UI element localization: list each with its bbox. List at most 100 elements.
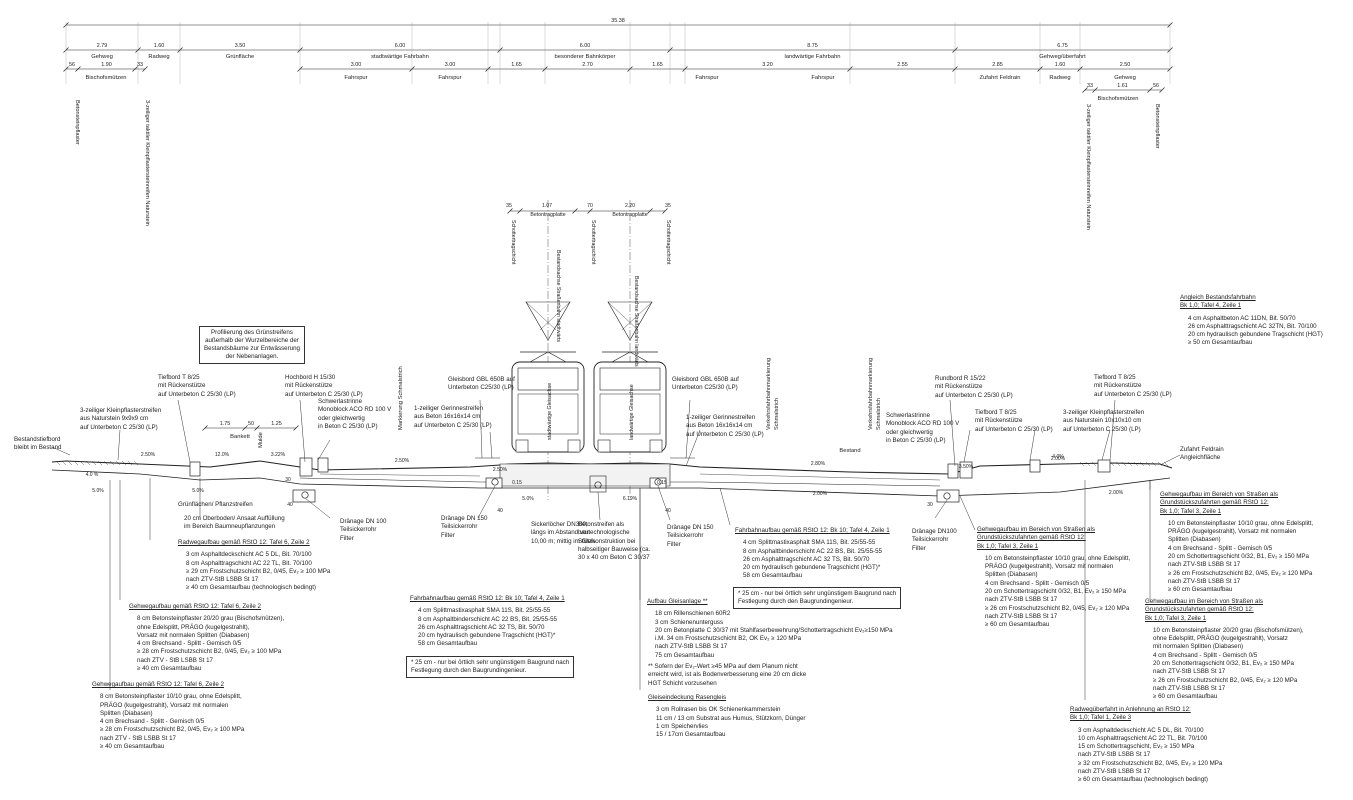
note-rasen-line: 3 cm Rollrasen bis OK Schienenkammerstei… xyxy=(656,706,781,714)
dim-name: Fahrspur xyxy=(438,75,461,81)
gerinne-right-label-line: aus Beton 16x16x14 cm xyxy=(686,422,753,430)
dim-tick xyxy=(572,208,578,214)
tram-vehicles xyxy=(511,301,667,453)
gerinne-right-label-line: 1-zeiliger Gerinnestreifen xyxy=(686,414,756,421)
drainage-right-label-line: Filter xyxy=(912,544,926,552)
gleisbord-left-label-line: Gleisbord GBL 650B auf xyxy=(448,376,515,383)
hochbord-label-line: mit Rückenstütze xyxy=(285,382,333,390)
tiefbord-mid-right-label-line: auf Unterbeton C 25/30 (LP) xyxy=(975,425,1053,433)
hatch xyxy=(91,460,97,466)
footnote-box-right: * 25 cm - nur bei örtlich sehr ungünstig… xyxy=(733,587,902,609)
sickerloecher-label-line: längs im Abstand von xyxy=(531,529,590,537)
note-radweg-right-line: ≥ 32 cm Frostschutzschicht B2, 0/45, Ev₂… xyxy=(1078,759,1223,767)
slope-label: 4.0% xyxy=(1052,454,1064,460)
note-fahrbahn-right-line: 58 cm Gesamtaufbau xyxy=(743,572,803,580)
leader xyxy=(1109,399,1116,461)
footnote-box-right-line: Festlegung durch den Baugrundingenieur. xyxy=(738,598,854,605)
note-fahrbahn-right-line: 26 cm Asphalttragschicht AC 32 TS, Bit. … xyxy=(743,555,870,563)
leader xyxy=(657,485,671,521)
zufahrt-feldrain-label-line: Zufahrt Feldrain xyxy=(1180,446,1224,453)
note-radweg-right-title: Bk 1,0; Tafel 1, Zeile 3 xyxy=(1070,714,1132,722)
note-rasen-title: Gleiseindeckung Rasengleis xyxy=(648,694,727,701)
note-fahrbahn-left-line: 8 cm Asphaltbinderschicht AC 22 BS, Bit.… xyxy=(418,615,557,623)
leader xyxy=(963,429,971,463)
note-gehweg-right-line: 4 cm Brechsand - Splitt - Gemisch 0/5 xyxy=(985,579,1090,587)
gerinne-right-label-line: auf Unterbeton C 25/30 (LP) xyxy=(686,430,764,438)
note-gehweg-far2-line: ≥ 60 cm Gesamtaufbau xyxy=(1153,693,1218,701)
note-gehweg-far2-line: 10 cm Betonsteinpflaster 20/20 grau (Bis… xyxy=(1153,626,1304,634)
dim-name: Radweg xyxy=(1049,75,1070,81)
note-gehweg-far2-line: 4 cm Brechsand - Splitt - Gemisch 0/5 xyxy=(1153,651,1258,659)
drainage-150-right-label-line: Dränage DN 150 xyxy=(667,524,714,531)
dim-value: 1.65 xyxy=(652,62,663,68)
note-angleich-line: 20 cm hydraulisch gebundene Tragschicht … xyxy=(1188,331,1323,339)
vertical-label: Schottertragschicht xyxy=(665,220,671,265)
curb-block xyxy=(292,489,316,503)
track-axis-label: landwärtige Gleisachse xyxy=(629,384,635,440)
slope-label: 2.50% xyxy=(141,452,156,458)
vertical-label: Betonsteinpflaster xyxy=(74,100,80,145)
dim-value: 2.70 xyxy=(582,62,593,68)
leader xyxy=(489,431,493,459)
leader-lines xyxy=(51,399,1181,700)
hatch xyxy=(85,460,91,466)
note-fahrbahn-right-title: Fahrbahnaufbau gemäß RStO 12: Bk 10; Taf… xyxy=(735,527,890,534)
markierung-label: Verkehrsfahrbahnmarkierung xyxy=(868,358,874,430)
dim-value: 1.60 xyxy=(1055,62,1066,68)
note-gleis-line: 3 cm Schienenunterguss xyxy=(655,618,724,626)
note-gleis-footnote: ** Sofern der Ev₂-Wert ≥45 MPa auf dem P… xyxy=(648,663,806,688)
note-angleich-title: Bk 1,0; Tafel 4, Zeile 1 xyxy=(1180,302,1242,310)
note-radweg-right-line: ≥ 60 cm Gesamtaufbau (technologisch bedi… xyxy=(1078,776,1208,784)
note-radweg-right-line: 3 cm Asphaltdeckschicht AC 5 DL, Bit. 70… xyxy=(1078,726,1204,734)
dim-value: 3.00 xyxy=(445,62,456,68)
note-gleis-line: i.M. 34 cm Frostschutzschicht B2, OK Ev₂… xyxy=(655,635,802,643)
hatch xyxy=(61,460,67,466)
dim-tick xyxy=(1147,87,1153,93)
curb-block xyxy=(485,477,503,489)
dim-name: Gehweg xyxy=(91,54,113,60)
note-rasen-line: 15 / 17cm Gesamtaufbau xyxy=(656,731,726,739)
drain-pipe xyxy=(491,478,499,486)
dim-tick xyxy=(293,425,299,431)
slope-label: 5.0% xyxy=(522,496,534,502)
vertical-label: Bestandsachse Straßenbahn landwärts xyxy=(633,276,639,367)
leader xyxy=(479,399,483,459)
note-gehweg-left2-line: ≥ 28 cm Frostschutzschicht B2, 0/45, Ev₂… xyxy=(100,726,245,734)
note-gehweg-left2: Gehwegaufbau gemäß RStO 12: Tafel 6, Zei… xyxy=(92,681,244,751)
tram-window xyxy=(517,367,579,391)
pantograph xyxy=(611,351,649,363)
markierung-label: Markierung Schmalstrich xyxy=(398,366,404,430)
note-gehweg-left-line: 8 cm Betonsteinpflaster 20/20 grau (Bisc… xyxy=(137,615,285,623)
small-dim: 40 xyxy=(497,508,503,514)
note-angleich-title: Angleich Bestandsfahrbahn xyxy=(1180,294,1256,301)
tiefbord-right-label-line: auf Unterbeton C 25/30 (LP) xyxy=(1094,390,1172,398)
curb-block xyxy=(959,461,973,479)
note-angleich-line: 4 cm Asphaltbeton AC 11DN, Bit. 50/70 xyxy=(1188,314,1296,322)
leader xyxy=(51,446,71,456)
note-fahrbahn-right-line: 8 cm Asphaltbinderschicht AC 22 BS, Bit.… xyxy=(743,547,882,555)
note-gehweg-far1-line: nach ZTV-StB LSBB St 17 xyxy=(1168,577,1241,585)
curb-block xyxy=(317,457,329,473)
catenary-brace xyxy=(525,301,557,331)
hatch xyxy=(133,460,139,466)
dim-value: 56 xyxy=(69,62,75,68)
dim-name: Bischofsmützen xyxy=(1098,96,1139,102)
note-gehweg-left-line: ≥ 28 cm Frostschutzschicht B2, 0/45, Ev₂… xyxy=(137,648,282,656)
slope-label: 2.00% xyxy=(1109,490,1124,496)
tiefbord-right-label-line: Tiefbord T 8/25 xyxy=(1094,374,1136,381)
hatch xyxy=(103,460,109,466)
hatch xyxy=(73,460,79,466)
schwerlastrinne-left-label-line: Monoblock ACO RD 100 V xyxy=(318,406,392,414)
note-radweg-right-line: 10 cm Asphalttragschicht AC 22 TL, Bit. … xyxy=(1078,734,1208,742)
slope-label: 6.19% xyxy=(623,496,638,502)
note-gehweg-left-line: ohne Edelsplitt, PRÄGO (kugelgestrahlt), xyxy=(137,623,250,631)
note-fahrbahn-left-title: Fahrbahnaufbau gemäß RStO 12: Bk 10; Taf… xyxy=(410,595,565,602)
